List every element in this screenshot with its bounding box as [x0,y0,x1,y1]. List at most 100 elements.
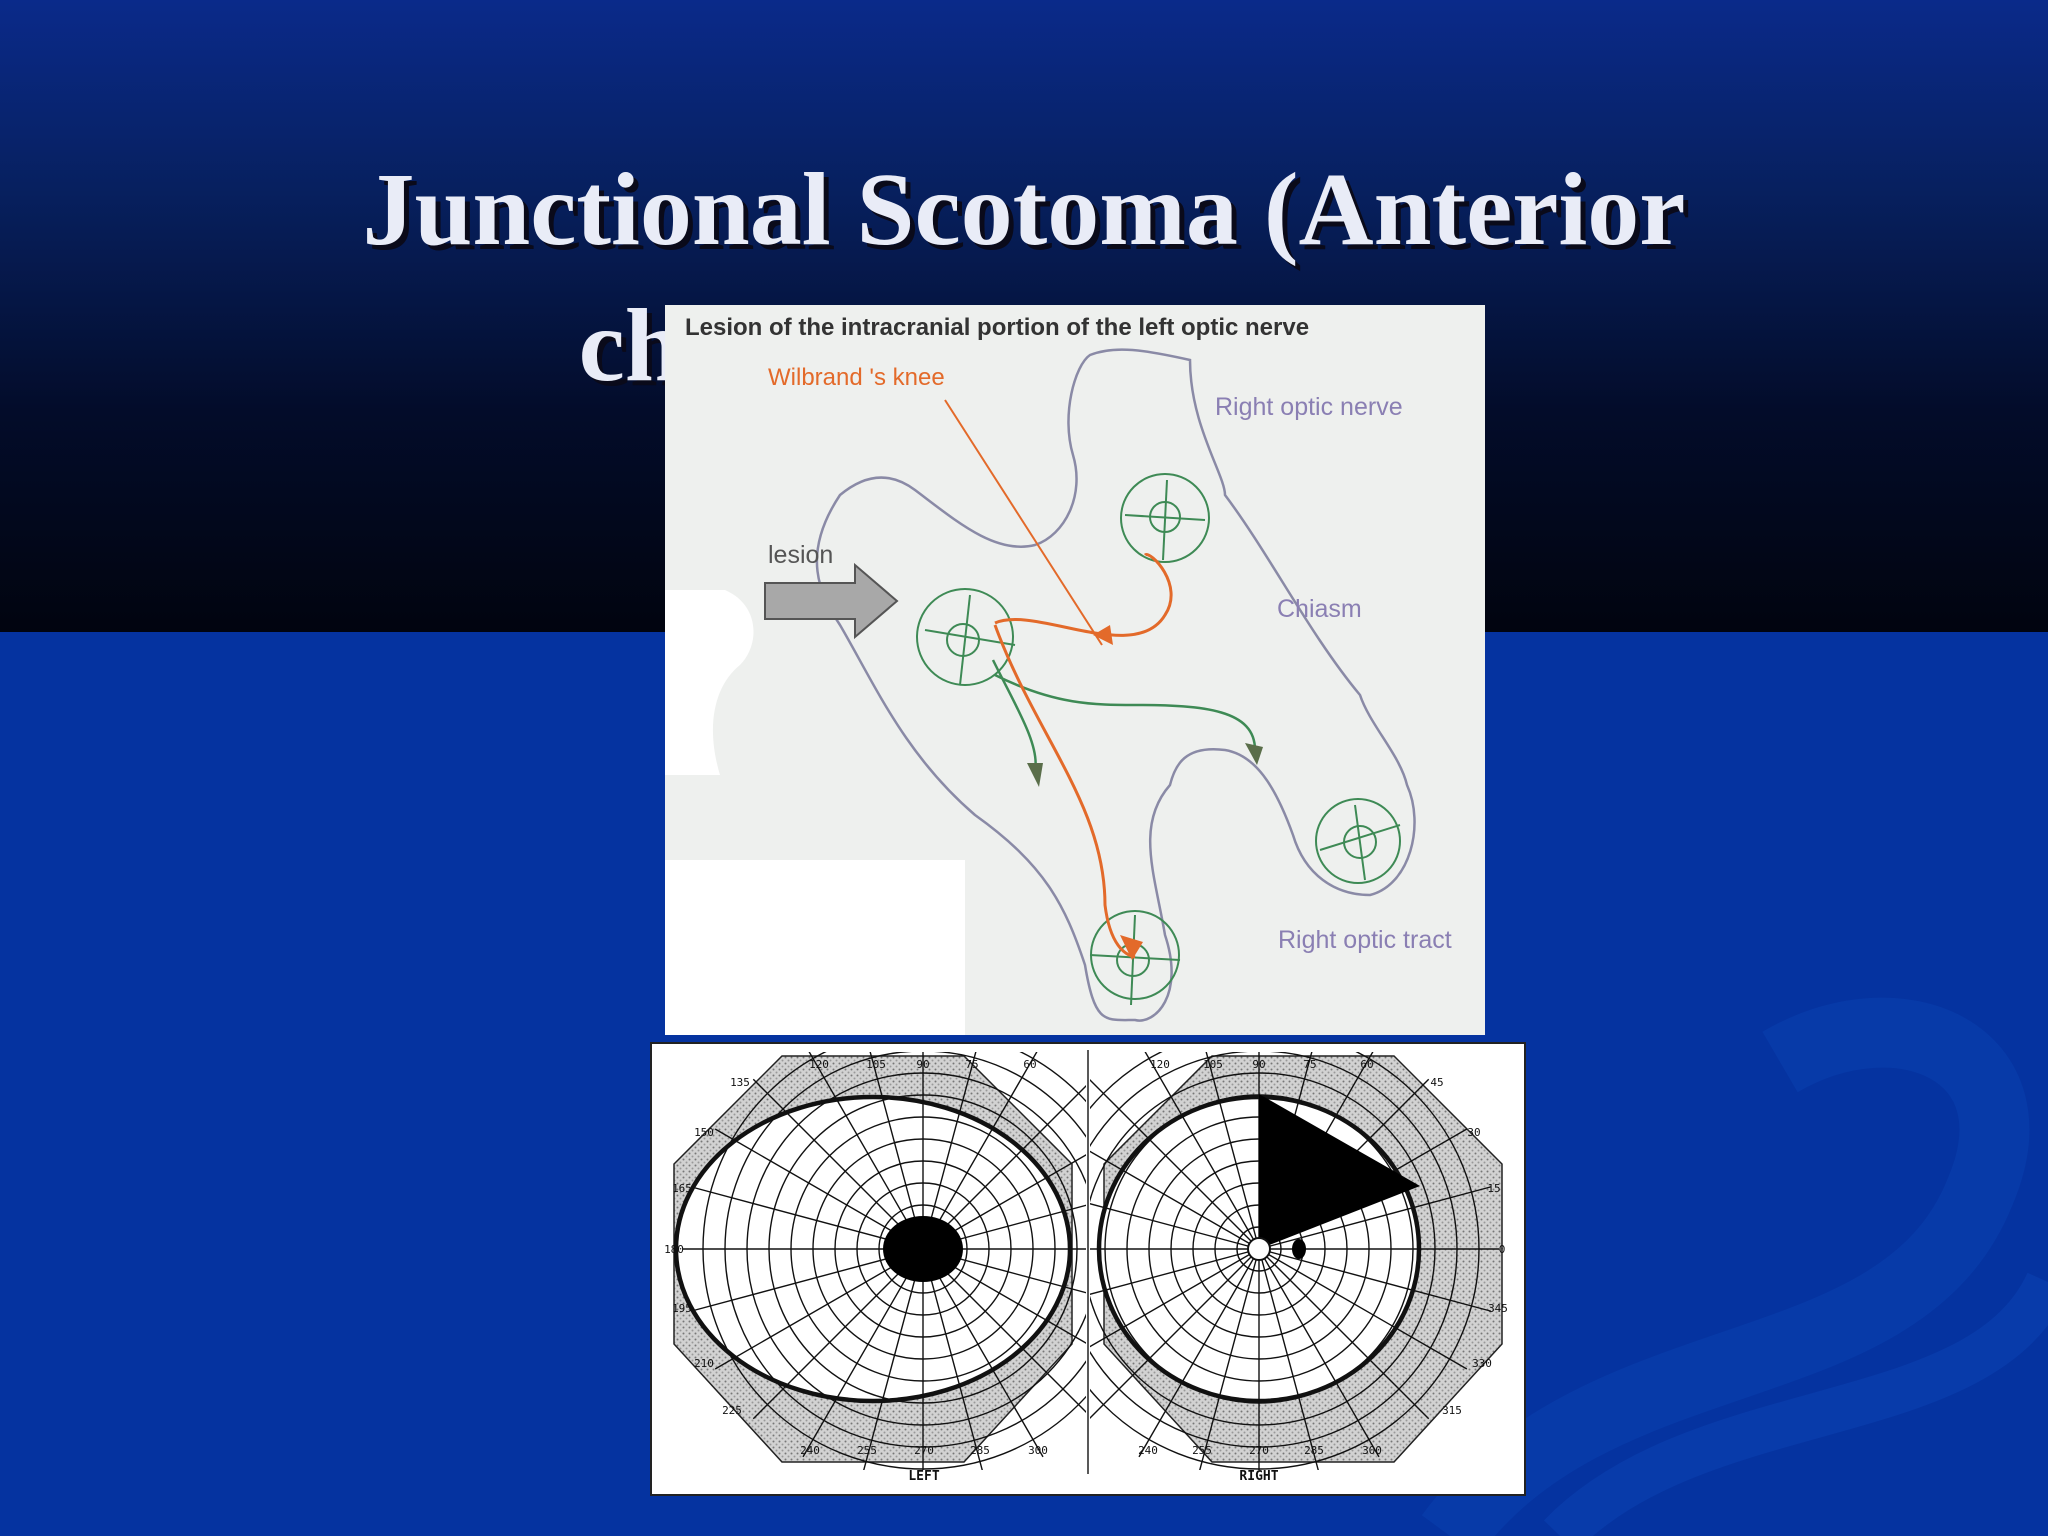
white-patch-upper [665,590,754,775]
left-top-tick: 75 [965,1058,978,1071]
right-bottom-tick: 270 [1249,1444,1269,1457]
right-tract-cross-section-outer [1315,798,1401,884]
left-field-chart [673,1052,1086,1470]
perimetry-meridian [922,1248,1044,1458]
right-superotemporal-defect [1259,1094,1420,1249]
perimetry-meridian [922,1248,1086,1413]
perimetry-meridian [1090,1248,1260,1296]
right-side-tick: 15 [1487,1182,1500,1195]
perimetry-meridian [1258,1248,1319,1470]
perimetry-meridian [714,1128,924,1250]
lesion-label: lesion [768,541,833,569]
orange-arrowhead-tract [1120,935,1143,960]
right-bottom-tick: 285 [1304,1444,1324,1457]
green-arrowhead-1 [1027,763,1043,787]
perimetry-meridian [922,1154,1086,1250]
perimetry-meridian [922,1052,1038,1250]
perimetry-meridian [922,1052,977,1250]
right-side-tick: 45 [1430,1076,1443,1089]
diagram-heading: Lesion of the intracranial portion of th… [685,314,1309,341]
decorative-swirl [1421,997,2048,1536]
perimetry-meridian [1258,1248,1380,1458]
perimetry-meridian [922,1248,983,1470]
perimetry-meridian [1090,1202,1260,1250]
chiasm-diagram: Lesion of the intracranial portion of th… [665,305,1485,1035]
perimetry-meridian [714,1248,924,1370]
perimetry-meridian [752,1248,924,1420]
perimetry-meridian [1090,1079,1260,1250]
right-top-tick: 75 [1303,1058,1316,1071]
green-fiber-arrow-1 [991,659,1037,771]
perimetry-meridian [863,1248,924,1470]
perimetry-meridian [922,1248,1086,1294]
right-side-tick: 345 [1488,1302,1508,1315]
left-side-tick: 165 [672,1182,692,1195]
right-side-tick: 330 [1472,1357,1492,1370]
right-nerve-cross-section-outer [1120,473,1210,563]
visual-field-charts: 120 105 90 75 60 135 150 165 180 195 210… [650,1042,1526,1496]
perimetry-meridian [802,1248,924,1458]
left-top-tick: 105 [866,1058,886,1071]
chiasm-drawing: Lesion of the intracranial portion of th… [665,314,1452,1035]
right-eye-label: RIGHT [1239,1469,1278,1484]
perimetry-meridian [1090,1248,1260,1419]
chiasm-outline [815,348,1416,1022]
left-bottom-tick: 285 [970,1444,990,1457]
left-top-tick: 120 [809,1058,829,1071]
perimetry-meridian [922,1248,1086,1344]
left-side-tick: 180 [664,1243,684,1256]
perimetry-meridian [1258,1186,1492,1250]
right-top-tick: 60 [1360,1058,1373,1071]
perimetry-meridian [922,1085,1086,1250]
right-blind-spot [1292,1239,1306,1259]
left-nerve-cross-section-outer [916,588,1014,686]
perimetry-meridian [690,1248,924,1312]
left-side-tick: 210 [694,1357,714,1370]
perimetry-meridian [1090,1248,1260,1348]
visual-field-drawing: 120 105 90 75 60 135 150 165 180 195 210… [664,1050,1508,1484]
left-bottom-tick: 240 [800,1444,820,1457]
right-bottom-tick: 255 [1192,1444,1212,1457]
chiasm-label: Chiasm [1277,595,1362,623]
perimetry-meridian [1205,1052,1260,1250]
right-side-tick: 315 [1442,1404,1462,1417]
lesion-arrow [764,562,899,640]
perimetry-meridian [1258,1248,1468,1370]
left-bottom-tick: 300 [1028,1444,1048,1457]
right-field-chart [1090,1052,1503,1470]
left-side-tick: 150 [694,1126,714,1139]
right-optic-nerve-label: Right optic nerve [1215,393,1403,421]
orange-fiber-to-tract [993,624,1136,959]
slide-title-line-1: Junctional Scotoma (Anterior [362,151,1686,267]
perimetry-meridian [752,1078,924,1250]
left-eye-label: LEFT [908,1469,939,1484]
green-arrowhead-2 [1245,743,1263,765]
green-fiber-arrow-2 [994,673,1257,751]
perimetry-meridian [869,1052,924,1250]
right-top-tick: 90 [1252,1058,1265,1071]
right-side-tick: 0 [1499,1243,1506,1256]
left-central-scotoma [883,1216,963,1282]
perimetry-meridian [922,1204,1086,1250]
left-side-tick: 135 [730,1076,750,1089]
perimetry-meridian [1199,1248,1260,1470]
right-top-tick: 120 [1150,1058,1170,1071]
right-top-tick: 105 [1203,1058,1223,1071]
left-bottom-tick: 255 [857,1444,877,1457]
wilbrand-pointer-arrowhead [1093,625,1113,645]
perimetry-meridian [1144,1052,1260,1250]
wilbrand-knee-label: Wilbrand 's knee [768,364,945,391]
perimetry-meridian [1090,1150,1260,1250]
left-top-tick: 60 [1023,1058,1036,1071]
wilbrand-pointer-line [944,399,1103,646]
perimetry-meridian [1258,1248,1492,1312]
right-bottom-tick: 240 [1138,1444,1158,1457]
left-side-tick: 195 [672,1302,692,1315]
right-optic-tract-label: Right optic tract [1278,926,1452,954]
left-side-tick: 225 [722,1404,742,1417]
perimetry-meridian [690,1186,924,1250]
perimetry-meridian [1258,1248,1430,1420]
wilbrand-loop [994,553,1173,637]
perimetry-meridian [1138,1248,1260,1458]
left-top-tick: 90 [916,1058,929,1071]
